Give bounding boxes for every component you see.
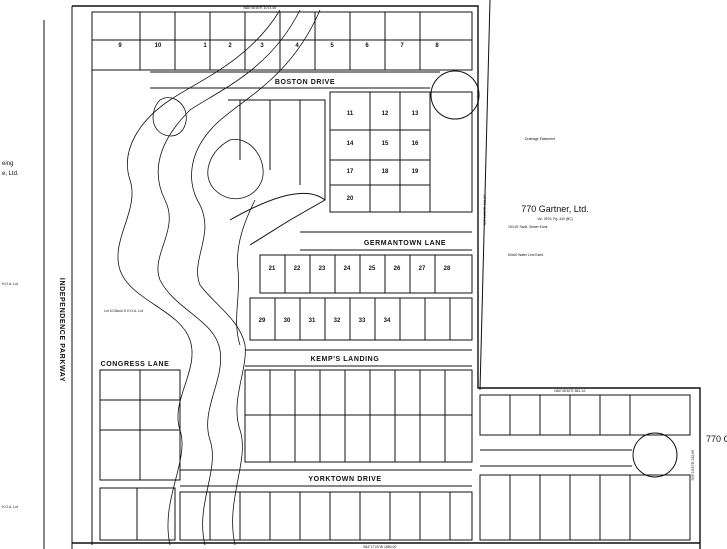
lot-number: 28 [444,266,451,272]
lot-number: 5 [330,43,334,49]
owner-volume: Vol. 2576, Pg. 440 (BC) [537,217,573,221]
street-yorktown-drive: YORKTOWN DRIVE [308,476,381,483]
left-fragment-2: e, Ltd. [2,171,19,177]
block-kemp-north [249,297,473,341]
lot-number: 1 [203,43,207,49]
lot-number: 3 [260,43,264,49]
lot-number: 31 [309,318,316,324]
street-kemps-landing: KEMP'S LANDING [311,356,380,363]
cul-de-sac-yorktown [632,432,678,478]
note-water: 60x60 Water Line Esmt. [508,253,544,257]
floodplain-contour-2 [157,9,301,546]
lot-number: 22 [294,266,301,272]
lot-number: 2 [228,43,232,49]
lot-number: 14 [347,141,354,147]
lot-number: 19 [412,169,419,175]
lot-number: 33 [359,318,366,324]
plat-boundary [72,5,701,549]
note-drainage: Drainage Easement [525,137,555,141]
lot-number: 8 [435,43,439,49]
lot-number: 27 [419,266,426,272]
lot-number: 4 [295,43,299,49]
left-fragment-4: H.O.A. Lot [2,505,18,509]
right-edge-line [479,0,491,391]
lot-number: 30 [284,318,291,324]
note-sewer: 15'x15' Sanit. Sewer Esmt. [508,225,548,229]
street-independence-parkway: INDEPENDENCE PARKWAY [58,278,65,382]
lot-number: 21 [269,266,276,272]
lot-number: 34 [384,318,391,324]
lot-number: 24 [344,266,351,272]
bearing-right-vertical: S05°14'30"E 416.60' [483,194,487,225]
owner-name: 770 Gartner, Ltd. [521,204,589,214]
lot-number: 20 [347,196,354,202]
note-hoa-lot: Lot 10 Block D H.O.A. Lot [104,309,143,313]
lot-number: 10 [155,43,162,49]
lot-number: 7 [400,43,404,49]
lot-number: 15 [382,141,389,147]
lot-number: 17 [347,169,354,175]
lot-number: 9 [118,43,122,49]
bearing-bottom: S84°17'24"W 1650.00' [363,545,397,549]
bearing-top: N84°45'30"E 1073.45' [243,6,276,10]
block-yorktown-south [179,491,473,541]
lot-number: 23 [319,266,326,272]
block-lower-right [479,394,691,436]
lot-number: 26 [394,266,401,272]
left-fragment-1: eing [2,161,13,167]
lot-number: 32 [334,318,341,324]
lot-number: 16 [412,141,419,147]
lot-number: 6 [365,43,369,49]
street-congress-lane: CONGRESS LANE [101,361,170,368]
lot-number: 29 [259,318,266,324]
bearing-right-vertical-2: S05°14'30"E 232.65' [691,449,695,480]
street-germantown-lane: GERMANTOWN LANE [364,240,446,247]
lot-number: 13 [412,111,419,117]
street-boston-drive: BOSTON DRIVE [275,79,335,86]
left-fragment-3: H.O.A. Lot [2,282,18,286]
cul-de-sac-boston [430,70,480,120]
block-yorktown-north [244,369,473,463]
lot-number: 18 [382,169,389,175]
top-lot-row [91,11,473,71]
block-germantown-south [259,254,473,294]
floodplain-contour-1 [117,9,281,546]
bearing-lower-right: N84°45'30"E 581.14' [554,389,586,393]
lot-number: 25 [369,266,376,272]
lot-number: 11 [347,111,354,117]
block-north-right [329,91,473,213]
curved-lot-block [228,99,326,246]
lot-number: 12 [382,111,389,117]
floodplain-contour-3 [191,9,321,546]
owner-fragment-right: 770 G [706,434,727,444]
